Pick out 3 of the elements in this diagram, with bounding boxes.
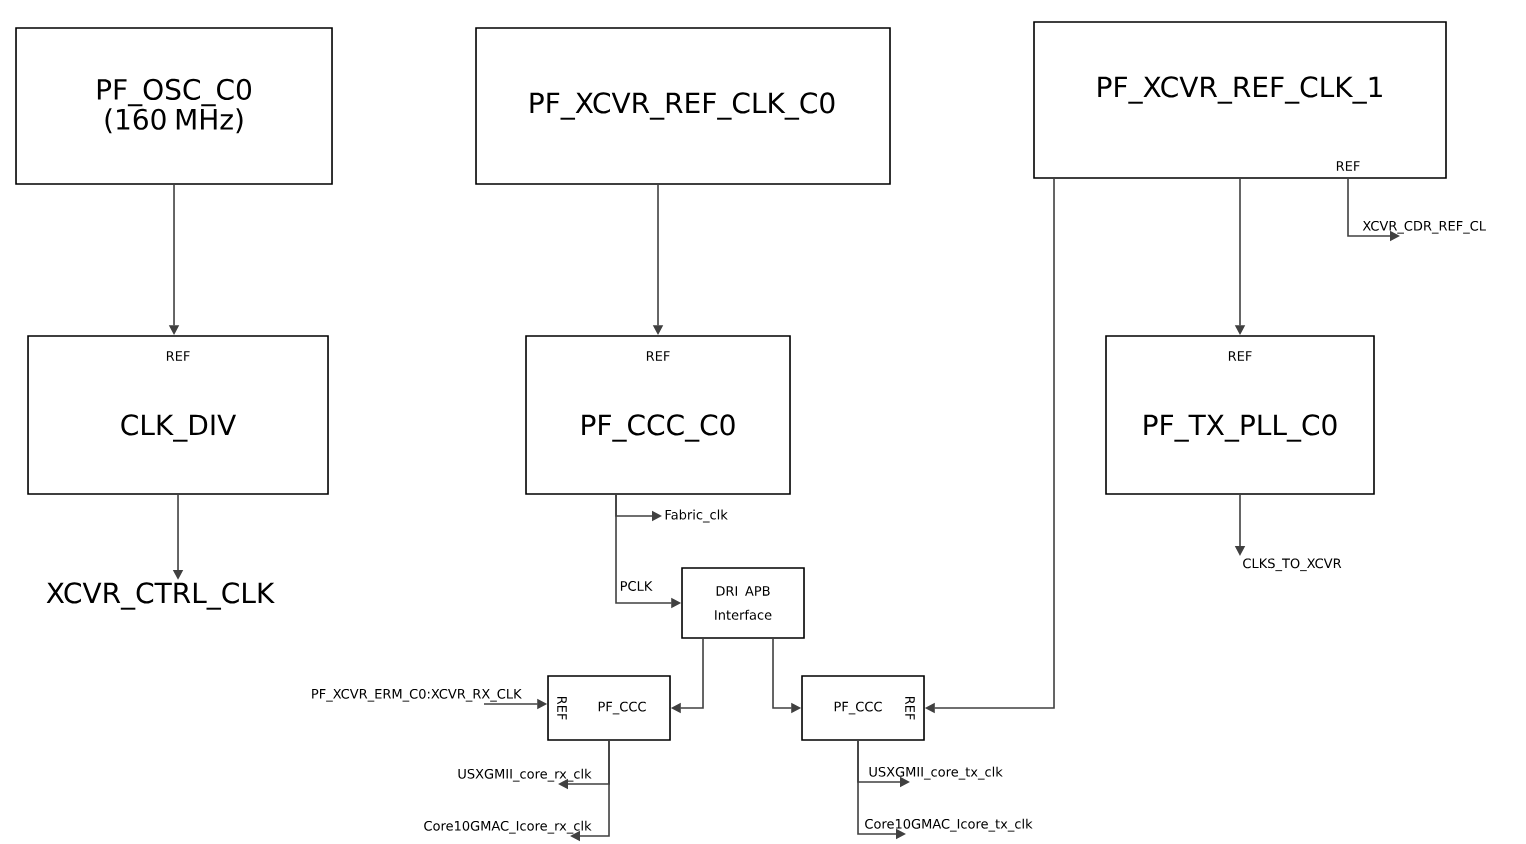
component-box: PF_XCVR_REF_CLK_C0 xyxy=(475,27,891,185)
signal-label: XCVR_CTRL_CLK xyxy=(46,582,275,610)
component-box: PF_OSC_C0 (160 MHz) xyxy=(15,27,333,185)
